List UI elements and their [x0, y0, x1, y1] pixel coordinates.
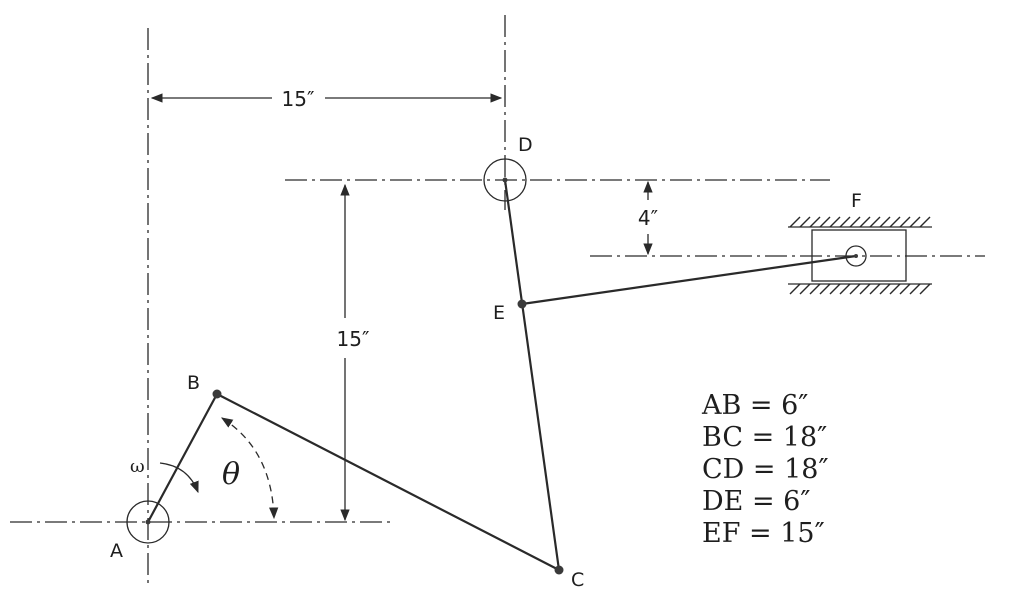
slider-guide-bottom — [788, 283, 932, 295]
pin-f — [845, 245, 867, 267]
legend-ab: AB = 6″ — [701, 390, 808, 421]
label-a: A — [110, 540, 123, 562]
joint-c — [554, 565, 564, 575]
pivot-d — [483, 158, 527, 202]
dimension-offset-f: 4″ — [638, 180, 658, 256]
dimension-label-horizontal-ad: 15″ — [282, 87, 315, 111]
rotation-arrow — [159, 462, 199, 494]
legend-ef: EF = 15″ — [702, 518, 825, 549]
slider-guide-top — [788, 216, 932, 228]
dimension-label-offset-f: 4″ — [638, 206, 658, 230]
legend-bc: BC = 18″ — [702, 422, 827, 453]
dimension-vertical-ad: 15″ — [337, 183, 370, 522]
legend-de: DE = 6″ — [702, 486, 810, 517]
label-d: D — [518, 134, 533, 156]
label-e: E — [493, 302, 505, 324]
link-ab — [146, 392, 219, 524]
dimension-label-vertical-ad: 15″ — [337, 327, 370, 351]
omega-label: ω — [130, 456, 145, 477]
theta-arc — [221, 417, 279, 520]
label-f: F — [851, 190, 862, 212]
label-c: C — [571, 569, 584, 591]
pivot-a — [126, 500, 170, 544]
link-ef — [520, 254, 858, 306]
joint-b — [212, 389, 222, 399]
dimension-horizontal-ad: 15″ — [150, 87, 503, 111]
slider-block-f — [811, 229, 907, 282]
label-b: B — [187, 372, 200, 394]
link-bc — [215, 392, 561, 572]
theta-label: θ — [222, 457, 240, 492]
legend-cd: CD = 18″ — [702, 454, 829, 485]
center-lines — [10, 15, 985, 588]
link-lengths-legend: AB = 6″ BC = 18″ CD = 18″ DE = 6″ EF = 1… — [701, 390, 829, 549]
link-cd — [503, 178, 561, 572]
joint-e — [517, 299, 527, 309]
